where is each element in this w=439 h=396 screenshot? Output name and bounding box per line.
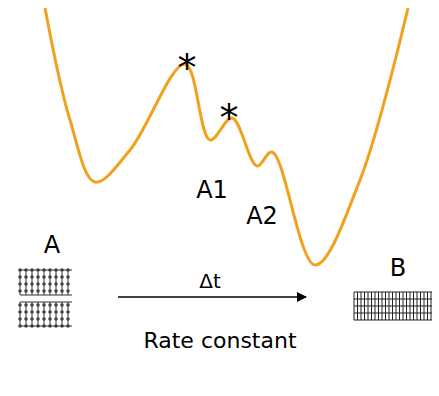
lattice-atom bbox=[60, 275, 64, 279]
lattice-atom bbox=[24, 289, 28, 293]
lattice-atom bbox=[54, 310, 58, 314]
lattice-atom bbox=[48, 317, 52, 321]
lattice-atom bbox=[36, 282, 40, 286]
time-arrow bbox=[118, 296, 306, 298]
state-label: A2 bbox=[246, 204, 278, 228]
lattice-atom bbox=[66, 282, 70, 286]
state-label: A1 bbox=[196, 178, 228, 202]
lattice-atom bbox=[42, 317, 46, 321]
lattice-atom bbox=[66, 289, 70, 293]
lattice-atom bbox=[18, 317, 22, 321]
lattice-atom bbox=[18, 303, 22, 307]
lattice-layer bbox=[354, 305, 432, 306]
lattice-atom bbox=[24, 317, 28, 321]
lattice-atom bbox=[60, 282, 64, 286]
lattice-atom bbox=[66, 303, 70, 307]
lattice-atom bbox=[30, 282, 34, 286]
energy-curve bbox=[45, 8, 408, 265]
lattice-atom bbox=[18, 282, 22, 286]
lattice-layer bbox=[354, 291, 432, 292]
lattice-atom bbox=[54, 282, 58, 286]
lattice-atom bbox=[48, 303, 52, 307]
lattice-atom bbox=[36, 275, 40, 279]
lattice-atom bbox=[48, 282, 52, 286]
lattice-atom bbox=[66, 317, 70, 321]
lattice-atom bbox=[18, 310, 22, 314]
lattice-atom bbox=[48, 310, 52, 314]
state-label: B bbox=[390, 256, 406, 280]
lattice-layer bbox=[20, 270, 72, 271]
lattice-atom bbox=[54, 275, 58, 279]
crystal-structure-a bbox=[18, 268, 72, 328]
lattice-layer bbox=[20, 326, 72, 327]
lattice-atom bbox=[42, 275, 46, 279]
lattice-atom bbox=[42, 289, 46, 293]
lattice-atom bbox=[66, 275, 70, 279]
lattice-atom bbox=[18, 275, 22, 279]
lattice-atom bbox=[18, 289, 22, 293]
lattice-atom bbox=[36, 303, 40, 307]
crystal-structure-b bbox=[354, 292, 432, 320]
lattice-atom bbox=[24, 303, 28, 307]
lattice-atom bbox=[24, 275, 28, 279]
lattice-atom bbox=[30, 317, 34, 321]
lattice-atom bbox=[36, 317, 40, 321]
lattice-atom bbox=[42, 303, 46, 307]
lattice-atom bbox=[30, 303, 34, 307]
time-label: Δt bbox=[199, 271, 221, 291]
energy-curve-path bbox=[45, 8, 408, 265]
lattice-atom bbox=[42, 310, 46, 314]
lattice-layer bbox=[20, 295, 72, 296]
lattice-atom bbox=[24, 310, 28, 314]
transition-mark: * bbox=[178, 49, 197, 87]
lattice-layer bbox=[354, 298, 432, 299]
lattice-atom bbox=[60, 310, 64, 314]
lattice-atom bbox=[48, 289, 52, 293]
lattice-atom bbox=[54, 317, 58, 321]
caption-label: Rate constant bbox=[143, 330, 296, 352]
lattice-atom bbox=[30, 289, 34, 293]
lattice-atom bbox=[30, 275, 34, 279]
lattice-atom bbox=[60, 317, 64, 321]
lattice-layer bbox=[20, 302, 72, 303]
lattice-atom bbox=[36, 310, 40, 314]
state-label: A bbox=[44, 233, 60, 257]
lattice-atom bbox=[42, 282, 46, 286]
lattice-atom bbox=[60, 289, 64, 293]
lattice-atom bbox=[66, 310, 70, 314]
lattice-atom bbox=[36, 289, 40, 293]
lattice-atom bbox=[54, 303, 58, 307]
lattice-atom bbox=[24, 282, 28, 286]
lattice-layer bbox=[354, 312, 432, 313]
lattice-atom bbox=[48, 275, 52, 279]
lattice-atom bbox=[60, 303, 64, 307]
transition-mark: * bbox=[220, 99, 239, 137]
lattice-atom bbox=[54, 289, 58, 293]
lattice-layer bbox=[354, 319, 432, 320]
lattice-atom bbox=[30, 310, 34, 314]
